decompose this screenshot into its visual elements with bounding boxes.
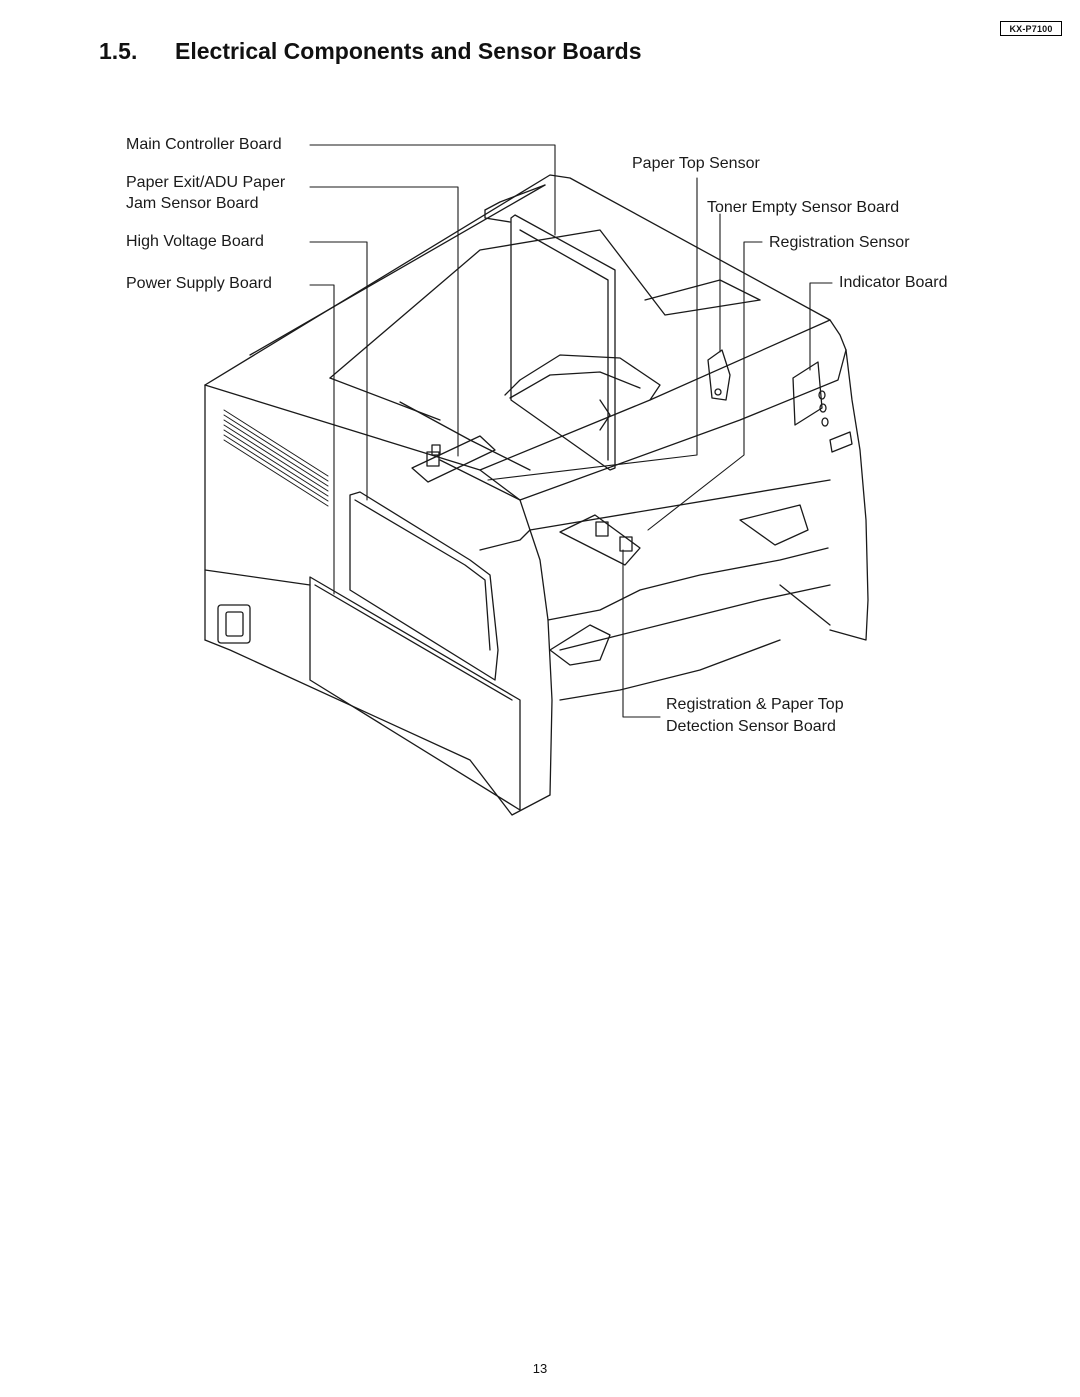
indicator-board-shape xyxy=(792,361,853,453)
label-main-controller-board: Main Controller Board xyxy=(126,136,282,153)
section-title: 1.5. Electrical Components and Sensor Boa… xyxy=(99,38,642,65)
label-toner-empty-sensor-board: Toner Empty Sensor Board xyxy=(707,199,900,216)
paper-tray xyxy=(549,504,809,666)
label-paper-top-sensor: Paper Top Sensor xyxy=(632,155,760,172)
vent-grille xyxy=(223,409,329,507)
label-registration-paper-top-line1: Registration & Paper Top xyxy=(666,696,844,713)
label-paper-exit-adu-line2: Jam Sensor Board xyxy=(126,195,259,212)
section-title-text: Electrical Components and Sensor Boards xyxy=(175,38,642,64)
high-voltage-board-shape xyxy=(349,491,499,681)
label-registration-paper-top-line2: Detection Sensor Board xyxy=(666,718,836,735)
label-power-supply-board: Power Supply Board xyxy=(126,275,272,292)
main-controller-board-shape xyxy=(504,214,661,471)
model-tag: KX-P7100 xyxy=(1000,21,1062,36)
page-number: 13 xyxy=(532,1361,548,1376)
label-paper-exit-adu-line1: Paper Exit/ADU Paper xyxy=(126,174,286,191)
leader-lines xyxy=(309,144,833,718)
section-number: 1.5. xyxy=(99,38,138,64)
toner-sensor-board-shape xyxy=(707,349,731,401)
label-registration-sensor: Registration Sensor xyxy=(769,234,910,251)
registration-sensor-board-shape xyxy=(559,514,641,566)
side-handle xyxy=(217,604,251,644)
label-high-voltage-board: High Voltage Board xyxy=(126,233,264,250)
label-indicator-board: Indicator Board xyxy=(839,274,948,291)
exit-adu-sensor-board-shape xyxy=(411,435,496,483)
power-supply-board-shape xyxy=(309,576,521,811)
